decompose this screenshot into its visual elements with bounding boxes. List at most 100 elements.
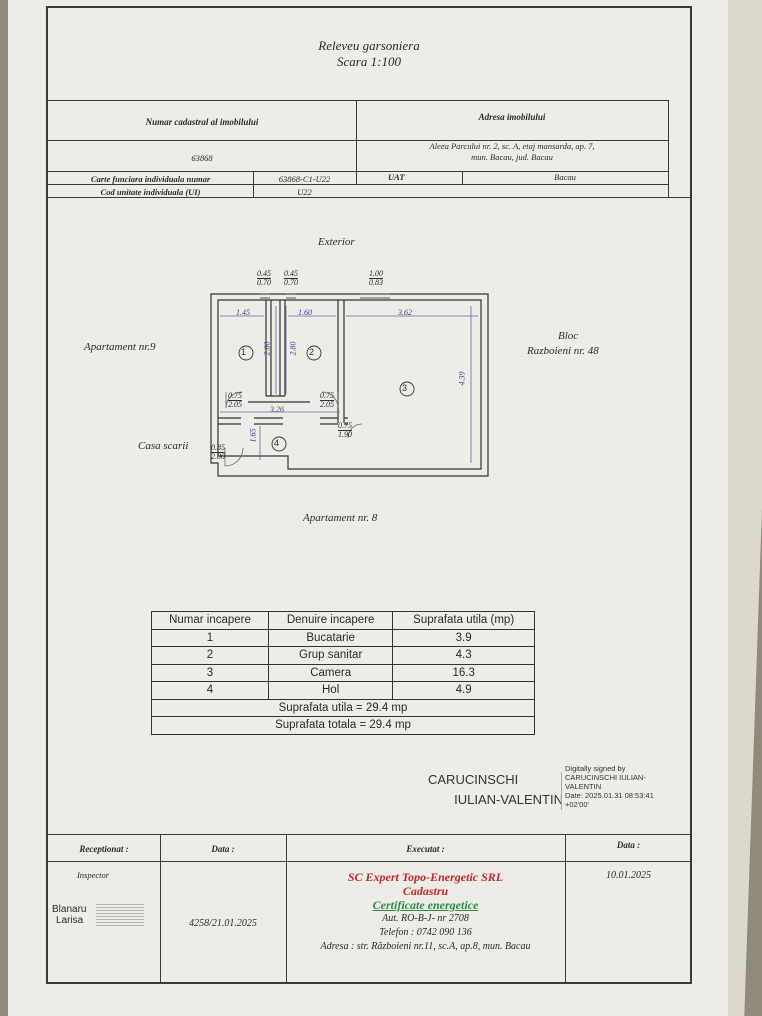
executed-label: Executat : xyxy=(406,844,445,854)
document-frame: Releveu garsoniera Scara 1:100 Numar cad… xyxy=(46,6,692,984)
cf-value: 63868-C1-U22 xyxy=(278,174,331,184)
outer-wall xyxy=(210,293,489,477)
company-name: SC Expert Topo-Energetic SRL xyxy=(347,870,504,884)
address-label: Adresa imobilului xyxy=(478,112,546,122)
window-1 xyxy=(260,293,270,299)
door-arc-1 xyxy=(225,391,243,409)
table-row: Suprafata utila = 29.4 mp xyxy=(151,698,535,717)
company-phone: Telefon : 0742 090 136 xyxy=(379,927,472,938)
plan-bottom-neighbor: Apartament nr. 8 xyxy=(303,512,378,524)
partition-wall xyxy=(248,395,310,403)
window-2 xyxy=(286,293,296,299)
partition-wall xyxy=(337,300,345,423)
table-cell: 3.9 xyxy=(392,628,535,647)
table-header: Numar incapere xyxy=(151,611,269,630)
document-title: Releveu garsoniera xyxy=(318,38,420,53)
footer-line xyxy=(286,834,287,984)
table-header-row: Numar incapere Denuire incapere Suprafat… xyxy=(151,611,535,630)
table-cell: 4.9 xyxy=(392,681,535,700)
plan-exterior: Exterior xyxy=(318,236,355,248)
ui-value: U22 xyxy=(297,187,312,197)
table-row: 3 Camera 16.3 xyxy=(151,663,535,682)
header-line xyxy=(668,100,669,197)
table-row: 4 Hol 4.9 xyxy=(151,681,535,700)
room-number-2: 2 xyxy=(309,347,315,357)
date-label-2: Data : xyxy=(616,840,641,850)
cadastral-label: Numar cadastral al imobilului xyxy=(145,117,259,127)
table-header: Denuire incapere xyxy=(267,611,394,630)
table-header: Suprafata utila (mp) xyxy=(392,611,535,630)
footer-line xyxy=(48,834,692,835)
table-cell: 4 xyxy=(151,681,269,700)
footer-line xyxy=(48,861,692,862)
table-cell: Camera xyxy=(267,663,394,682)
service-cadastre: Cadastru xyxy=(402,884,449,898)
plan-stair: Casa scarii xyxy=(138,440,189,452)
door-arc-2 xyxy=(321,391,339,409)
room-number-3: 3 xyxy=(402,383,408,393)
table-cell: Grup sanitar xyxy=(267,646,394,665)
inspector-name: Blanaru Larisa xyxy=(52,904,87,926)
dim-326: 3.26 xyxy=(270,405,284,414)
table-cell: 1 xyxy=(151,628,269,647)
door-arc-3 xyxy=(347,423,363,439)
execution-date: 10.01.2025 xyxy=(606,870,651,881)
document-scale: Scara 1:100 xyxy=(337,54,401,69)
footer-line xyxy=(160,834,161,984)
received-label: Receptionat : xyxy=(79,844,129,854)
dim-280b: 2.80 xyxy=(288,341,298,356)
plan-right-neighbor-1: Bloc xyxy=(558,330,579,342)
floor-plan xyxy=(210,293,489,477)
table-cell: Hol xyxy=(267,681,394,700)
door-arc-4 xyxy=(224,447,244,467)
table-row: 1 Bucatarie 3.9 xyxy=(151,628,535,647)
partition-wall xyxy=(279,300,286,396)
signature-divider xyxy=(561,772,562,810)
inspector-signature-stamp xyxy=(96,904,144,926)
header-line xyxy=(48,140,668,141)
inner-outline xyxy=(217,299,482,470)
header-line xyxy=(48,171,668,172)
table-cell: 3 xyxy=(151,663,269,682)
dim-160: 1.60 xyxy=(298,308,312,317)
signer-name: CARUCINSCHI IULIAN-VALENTIN xyxy=(428,772,563,807)
header-line xyxy=(462,171,463,184)
total-area: Suprafata totala = 29.4 mp xyxy=(151,716,535,735)
authorization-number: Aut. RO-B-J- nr 2708 xyxy=(382,913,469,924)
ui-label: Cod unitate individuala (UI) xyxy=(100,187,201,197)
header-line xyxy=(48,100,668,101)
plan-right-neighbor-2: Razboieni nr. 48 xyxy=(527,345,599,357)
table-row: 2 Grup sanitar 4.3 xyxy=(151,646,535,665)
header-line xyxy=(48,197,692,198)
room-circle-2 xyxy=(306,345,322,361)
digital-signature-note: Digitally signed by CARUCINSCHI IULIAN- … xyxy=(565,764,654,809)
date-label-1: Data : xyxy=(211,844,235,854)
cf-label: Carte funciara individuala numar xyxy=(90,174,211,184)
uat-value: Bacau xyxy=(554,172,576,182)
service-energy: Certificate energetice xyxy=(372,898,479,912)
dim-439: 4.39 xyxy=(457,371,467,386)
room-circle-3 xyxy=(399,381,415,397)
dim-165: 1.65 xyxy=(248,428,258,443)
useful-area-total: Suprafata utila = 29.4 mp xyxy=(151,698,535,717)
document-sheet: Releveu garsoniera Scara 1:100 Numar cad… xyxy=(8,0,728,1016)
table-row: Suprafata totala = 29.4 mp xyxy=(151,716,535,735)
dim-145: 1.45 xyxy=(236,308,250,317)
address-line1: Aleea Parcului nr. 2, sc. A, etaj mansar… xyxy=(429,141,595,151)
room-circle-4 xyxy=(271,436,287,452)
footer-line xyxy=(565,834,566,984)
dim-280a: 2.80 xyxy=(262,341,272,356)
company-address: Adresa : str. Războieni nr.11, sc.A, ap.… xyxy=(320,941,531,952)
registration-number: 4258/21.01.2025 xyxy=(189,918,257,929)
window-3 xyxy=(360,293,390,299)
room-number-4: 4 xyxy=(274,438,280,448)
header-line xyxy=(48,184,668,185)
table-cell: 4.3 xyxy=(392,646,535,665)
